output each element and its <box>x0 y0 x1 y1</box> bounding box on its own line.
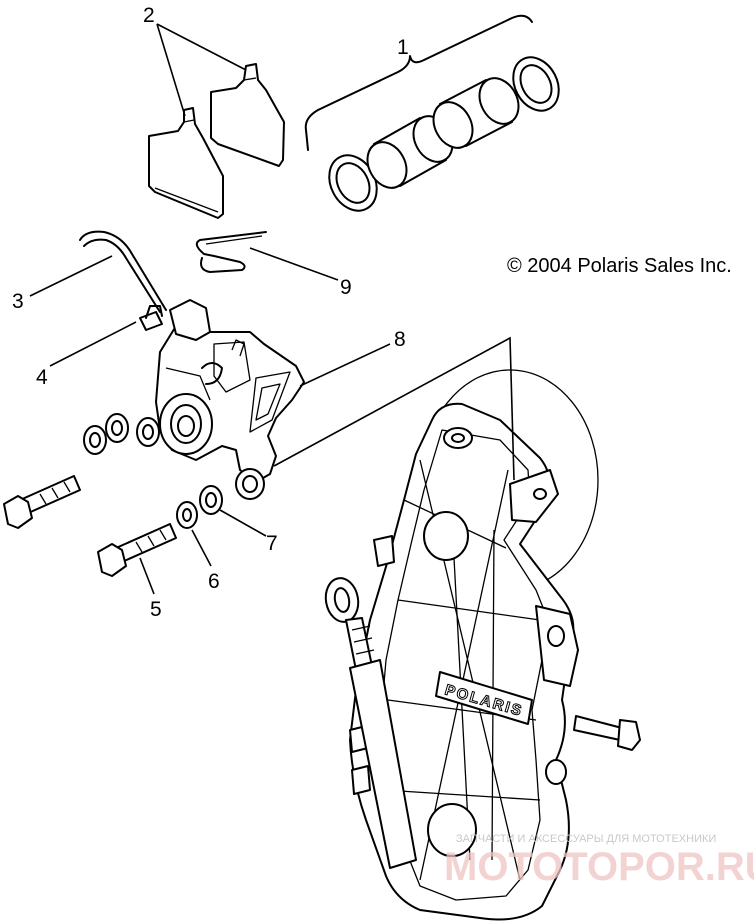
piston-seal-kit <box>304 14 560 212</box>
lock-washer <box>176 501 198 529</box>
bolt-upper <box>3 475 81 529</box>
watermark-site: MOTOTOPOR.RU <box>444 845 754 889</box>
callout-1: 1 <box>397 36 409 59</box>
leader-lines <box>29 23 515 595</box>
callout-8: 8 <box>394 328 406 351</box>
callout-5: 5 <box>150 598 162 621</box>
flat-washer <box>199 485 223 515</box>
watermark: ЗАПЧАСТИ И АКСЕССУАРЫ ДЛЯ МОТОТЕХНИКИ MO… <box>444 833 754 889</box>
callout-2: 2 <box>143 4 155 27</box>
callout-labels: 2 1 3 4 8 9 5 6 7 <box>12 4 409 621</box>
callout-3: 3 <box>12 290 24 313</box>
caliper-assembly <box>136 299 305 500</box>
callout-7: 7 <box>266 532 278 555</box>
callout-6: 6 <box>208 570 220 593</box>
washer-upper-lock <box>105 413 129 443</box>
brake-line <box>79 230 167 313</box>
washer-upper-flat <box>83 425 107 455</box>
chain-tensioner <box>324 577 417 869</box>
watermark-tagline: ЗАПЧАСТИ И АКСЕССУАРЫ ДЛЯ МОТОТЕХНИКИ <box>456 833 716 845</box>
retaining-clip <box>195 231 267 273</box>
bolt-lower <box>97 523 177 577</box>
callout-4: 4 <box>36 366 48 389</box>
callout-9: 9 <box>340 276 352 299</box>
brake-pads <box>148 63 285 219</box>
copyright-notice: © 2004 Polaris Sales Inc. <box>507 255 732 277</box>
chaincase-housing: POLARIS <box>349 369 641 921</box>
